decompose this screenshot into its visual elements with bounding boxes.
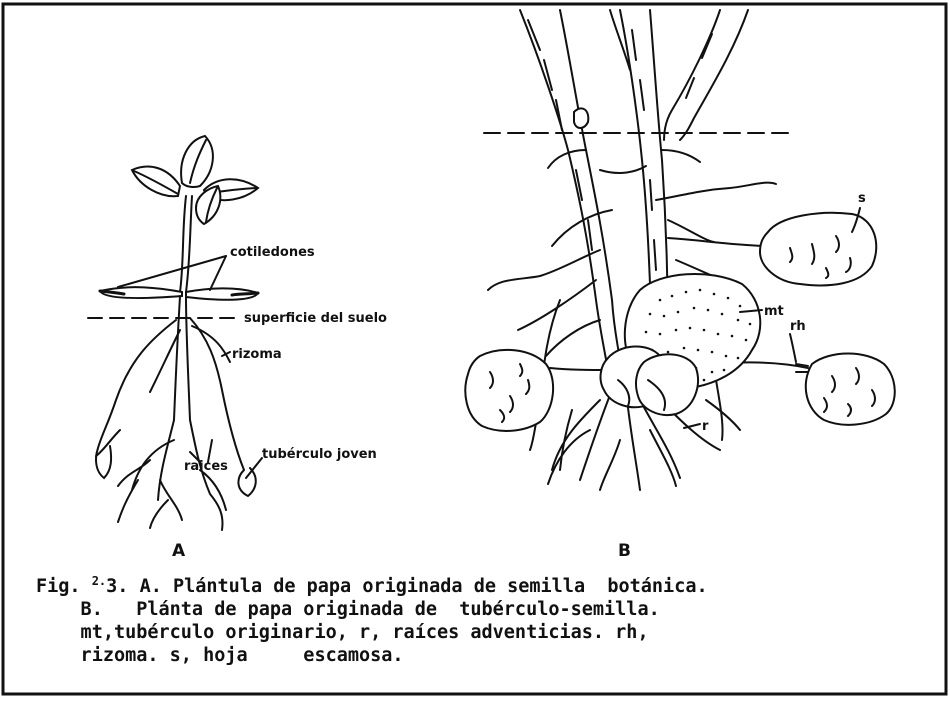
rhizoma-left (98, 320, 176, 448)
tuber-s (760, 213, 876, 286)
label-rh: rh (790, 319, 806, 334)
caption-line-4: rizoma. s, hoja escamosa. (36, 645, 404, 666)
panel-a-seedling (88, 136, 262, 530)
label-raices: raices (184, 459, 228, 474)
caption-prefix: Fig. (36, 576, 81, 597)
rhizoma-right (190, 318, 244, 470)
stem-right (664, 10, 748, 140)
caption-line-2: B. Plánta de papa originada de tubérculo… (36, 599, 660, 620)
label-cotiledones: cotiledones (230, 245, 315, 260)
figure-caption: Fig. 2.3. A. Plántula de papa originada … (36, 570, 936, 667)
leaf-lower (196, 186, 220, 224)
label-mt: mt (764, 304, 784, 319)
caption-superscript: 2. (92, 574, 106, 588)
tuber-left (465, 350, 553, 431)
panel-b-plant (465, 10, 894, 490)
panel-b-letter: B (618, 541, 631, 561)
stolon-right-upper (668, 238, 770, 246)
label-tuberculo-joven: tubérculo joven (262, 447, 377, 462)
label-s: s (858, 191, 866, 206)
caption-line-1: 3. A. Plántula de papa originada de semi… (106, 576, 707, 597)
label-superficie-del-suelo: superficie del suelo (244, 311, 387, 326)
panel-a-letter: A (172, 541, 186, 561)
label-rizoma: rizoma (232, 347, 282, 362)
caption-line-3: mt,tubérculo originario, r, raíces adven… (36, 622, 649, 643)
label-r: r (702, 419, 709, 434)
seedling-stem (180, 196, 192, 292)
